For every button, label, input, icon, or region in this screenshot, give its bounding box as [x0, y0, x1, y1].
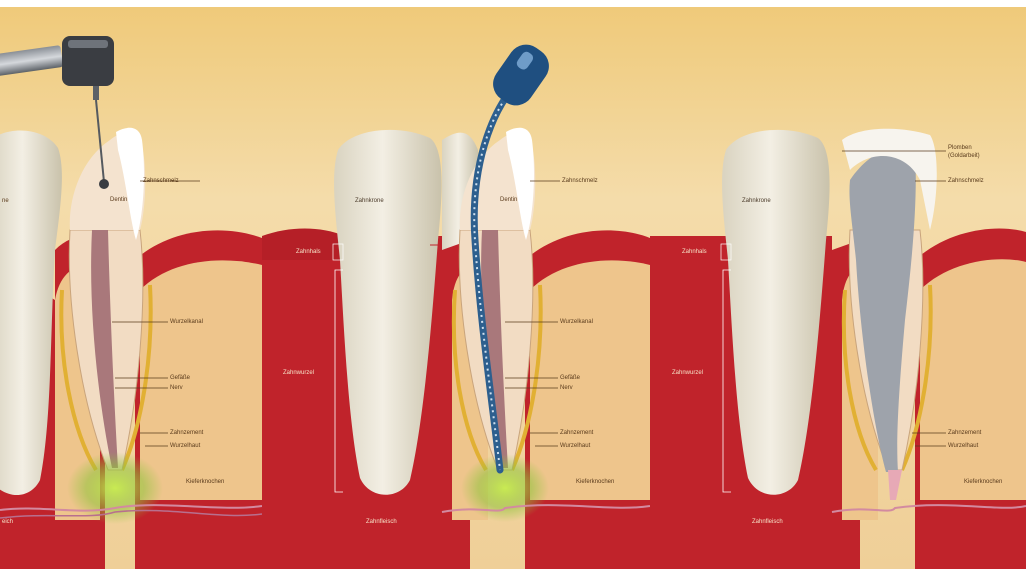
- label-vessels-3: Gefäße: [560, 375, 580, 382]
- infection-area: [67, 452, 163, 524]
- label-cementum-1: Zahnzement: [170, 430, 203, 437]
- drill-bit-tip: [99, 179, 109, 189]
- drill-chuck: [93, 86, 99, 100]
- label-gum-margin-2: Zahnhals: [296, 249, 321, 256]
- label-jaw-bone-3: Kieferknochen: [576, 479, 614, 486]
- top-border: [0, 0, 1026, 7]
- label-root-4: Zahnwurzel: [672, 370, 703, 377]
- label-root-canal-1: Wurzelkanal: [170, 319, 203, 326]
- label-gum-margin-4: Zahnhals: [682, 249, 707, 256]
- label-crown-partial: ne: [2, 198, 9, 205]
- label-vessels-1: Gefäße: [170, 375, 190, 382]
- label-root-tip-2: Zahnfleisch: [366, 519, 397, 526]
- label-root-membrane-5: Wurzelhaut: [948, 443, 978, 450]
- label-root-canal-3: Wurzelkanal: [560, 319, 593, 326]
- label-enamel-5: Zahnschmelz: [948, 178, 984, 185]
- label-nerve-3: Nerv: [560, 385, 573, 392]
- label-cementum-5: Zahnzement: [948, 430, 981, 437]
- label-filling-line2: (Goldarbeit): [948, 153, 980, 160]
- label-crown-4: Zahnkrone: [742, 198, 771, 205]
- label-crown-2: Zahnkrone: [355, 198, 384, 205]
- label-enamel-3: Zahnschmelz: [562, 178, 598, 185]
- label-jaw-bone-1: Kieferknochen: [186, 479, 224, 486]
- label-filling-line1: Plomben: [948, 145, 972, 152]
- drill-head-highlight: [68, 40, 108, 48]
- label-jaw-bone-5: Kieferknochen: [964, 479, 1002, 486]
- label-root-membrane-3: Wurzelhaut: [560, 443, 590, 450]
- label-root-tip-partial: eich: [2, 519, 13, 526]
- infection-area-3: [461, 454, 549, 522]
- label-dentin-1: Dentin: [110, 197, 127, 204]
- label-root-tip-4: Zahnfleisch: [752, 519, 783, 526]
- label-cementum-3: Zahnzement: [560, 430, 593, 437]
- label-enamel-1: Zahnschmelz: [143, 178, 179, 185]
- label-nerve-1: Nerv: [170, 385, 183, 392]
- label-dentin-3: Dentin: [500, 197, 517, 204]
- label-root-2: Zahnwurzel: [283, 370, 314, 377]
- jaw-bone-right: [140, 260, 262, 500]
- label-root-membrane-1: Wurzelhaut: [170, 443, 200, 450]
